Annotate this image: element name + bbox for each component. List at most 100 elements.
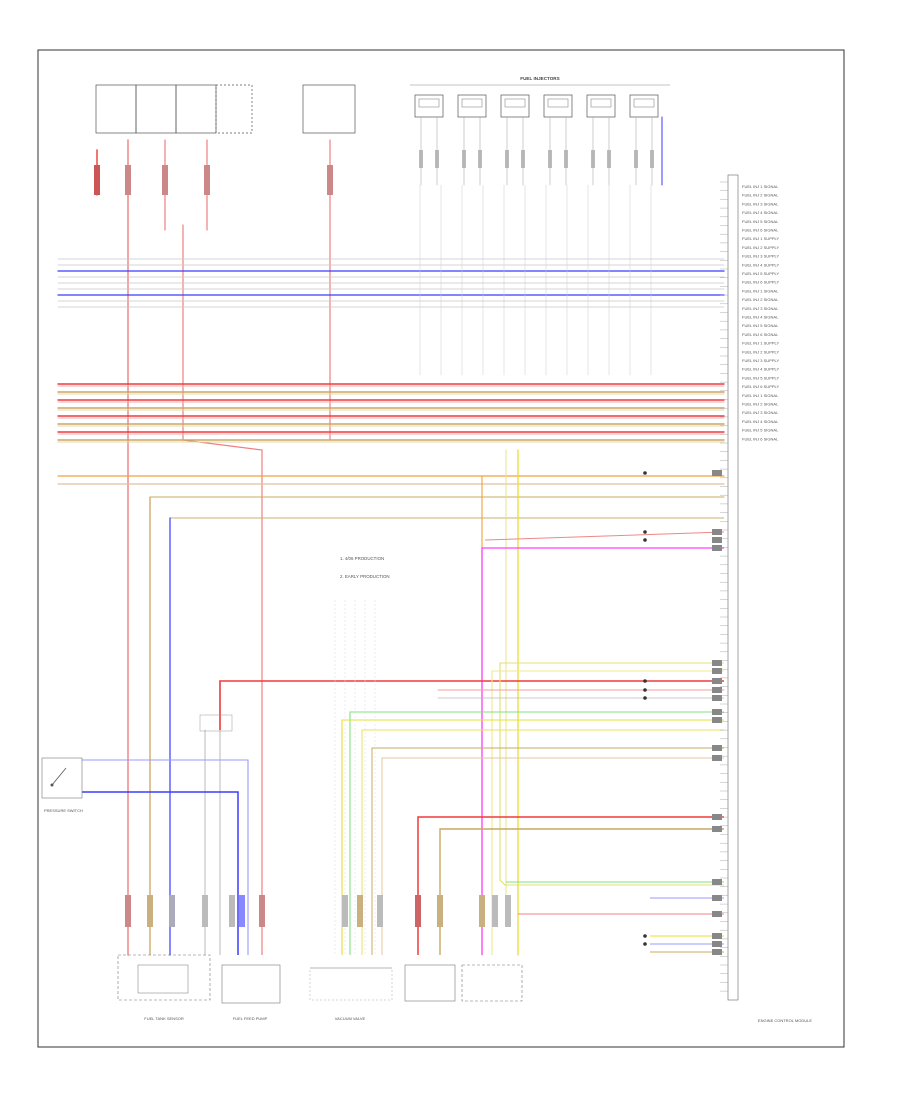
splice-dot (643, 942, 647, 946)
legend-item-2: 2. EARLY PRODUCTION (340, 574, 390, 579)
ecm-pin-label: FUEL INJ 6 SUPPLY (742, 280, 779, 285)
connector-pin (169, 895, 175, 927)
harness-wire (381, 757, 724, 955)
connector-pin (342, 895, 348, 927)
connector-pin (327, 165, 333, 195)
switch-wire (82, 759, 249, 955)
ecm-pin-label: FUEL INJ 2 SIGNAL (742, 402, 779, 407)
ecm-pin-label: FUEL INJ 1 SIGNAL (742, 184, 779, 189)
pressure-switch-label: PRESSURE SWITCH (44, 808, 83, 813)
ecm-pin-label: FUEL INJ 1 SUPPLY (742, 236, 779, 241)
ecm-pin-connector (712, 879, 722, 885)
connector-pin (357, 895, 363, 927)
ecm-pin-label: FUEL INJ 3 SUPPLY (742, 254, 779, 259)
ecm-pin-connector (712, 949, 722, 955)
ecm-pin-label: FUEL INJ 5 SIGNAL (742, 428, 779, 433)
ecm-connector (720, 174, 739, 1001)
ecm-pin-connector (712, 895, 722, 901)
fuel-injector-coil (461, 98, 483, 108)
fuel-injector-coil (590, 98, 612, 108)
fuel-feed-pump-label: FUEL FEED PUMP (233, 1016, 268, 1021)
ecm-pin-connector (712, 545, 722, 551)
ecm-pin-label: FUEL INJ 5 SIGNAL (742, 219, 779, 224)
ecm-pin-label: FUEL INJ 2 SIGNAL (742, 193, 779, 198)
harness-wire (481, 547, 724, 955)
ecm-pin-connector (712, 695, 722, 701)
fuel-injector-coil (418, 98, 440, 108)
relay-box-1 (95, 84, 253, 134)
ecm-pin-label: FUEL INJ 5 SIGNAL (742, 323, 779, 328)
connector-pin (259, 895, 265, 927)
fuel-tank-sensor-label: FUEL TANK SENSOR (144, 1016, 184, 1021)
ecm-pin-label: FUEL INJ 2 SIGNAL (742, 297, 779, 302)
ecm-pin-label: FUEL INJ 4 SIGNAL (742, 419, 779, 424)
fuel-injectors-label: FUEL INJECTORS (520, 76, 559, 81)
relay-box-2 (302, 84, 356, 134)
ecm-pin-label: FUEL INJ 5 SUPPLY (742, 271, 779, 276)
ecm-pin-label: FUEL INJ 6 SIGNAL (742, 228, 779, 233)
ecm-pin-label: FUEL INJ 6 SUPPLY (742, 384, 779, 389)
splice-dot (643, 934, 647, 938)
splice-dot (643, 471, 647, 475)
fuel-pump (461, 964, 523, 1002)
ecm-pin-connector (712, 678, 722, 684)
power-wire (182, 439, 263, 955)
connector-pin (377, 895, 383, 927)
ecm-pin-label: FUEL INJ 2 SUPPLY (742, 245, 779, 250)
ecm-pin-connector (712, 529, 722, 535)
fuel-injectors-group: FUEL INJECTORS (410, 76, 670, 168)
harness-wire (417, 816, 724, 955)
harness-wire (371, 747, 724, 955)
ecm-pin-connector (712, 687, 722, 693)
connector-pin (239, 895, 245, 927)
legend: 1. 4/06 PRODUCTION 2. EARLY PRODUCTION (340, 556, 390, 579)
ecm-pin-label: FUEL INJ 1 SIGNAL (742, 393, 779, 398)
connector-pin (479, 895, 485, 927)
ecm-pin-label: FUEL INJ 4 SIGNAL (742, 315, 779, 320)
fuel-injector-coil (504, 98, 526, 108)
ecm-pin-connector (712, 911, 722, 917)
diagram-frame (37, 49, 845, 1048)
harness-wire (484, 531, 725, 541)
ecm-pin-label: FUEL INJ 2 SUPPLY (742, 349, 779, 354)
reservoir (404, 964, 456, 1002)
splice-dot (643, 530, 647, 534)
connector-pin (415, 895, 421, 927)
ecm-pin-connector (712, 537, 722, 543)
fuel-injector (629, 94, 659, 118)
ecm-pin-connector (712, 745, 722, 751)
ecm-pin-label: FUEL INJ 3 SIGNAL (742, 201, 779, 206)
connector-pin (162, 165, 168, 195)
wires (57, 116, 725, 956)
pressure-switch: PRESSURE SWITCH (41, 757, 83, 813)
harness-wire (361, 729, 724, 955)
ecm-pin-connector (712, 709, 722, 715)
fuel-feed-pump: FUEL FEED PUMP (221, 964, 281, 1021)
ecm-pin-label: FUEL INJ 3 SIGNAL (742, 306, 779, 311)
ecm-pin-connector (712, 717, 722, 723)
fuel-tank-sensor: FUEL TANK SENSOR (117, 954, 211, 1021)
connector-pin (147, 895, 153, 927)
ecm-pin-label: FUEL INJ 4 SUPPLY (742, 367, 779, 372)
fuel-injector (543, 94, 573, 118)
connector-pin (437, 895, 443, 927)
harness-wire (341, 719, 724, 955)
ecm-pin-label: FUEL INJ 1 SIGNAL (742, 288, 779, 293)
ecm-pin-labels: FUEL INJ 1 SIGNAL FUEL INJ 2 SIGNAL FUEL I… (742, 184, 779, 441)
connector-pin (492, 895, 498, 927)
ecm-pin-label: FUEL INJ 6 SIGNAL (742, 332, 779, 337)
vacuum-valve: VACUUM VALVE (309, 967, 393, 1021)
ecm-pin-connector (712, 941, 722, 947)
ecm-pin-label: FUEL INJ 3 SIGNAL (742, 410, 779, 415)
connector-pin (94, 165, 100, 195)
connector-pin (204, 165, 210, 195)
ecm-pin-label: FUEL INJ 6 SIGNAL (742, 436, 779, 441)
splice-box (199, 714, 233, 732)
ecm-pin-connector (712, 933, 722, 939)
splice-dot (643, 696, 647, 700)
fuel-injector-coil (633, 98, 655, 108)
connector-pin (125, 165, 131, 195)
ecm-pin-label: FUEL INJ 5 SUPPLY (742, 375, 779, 380)
